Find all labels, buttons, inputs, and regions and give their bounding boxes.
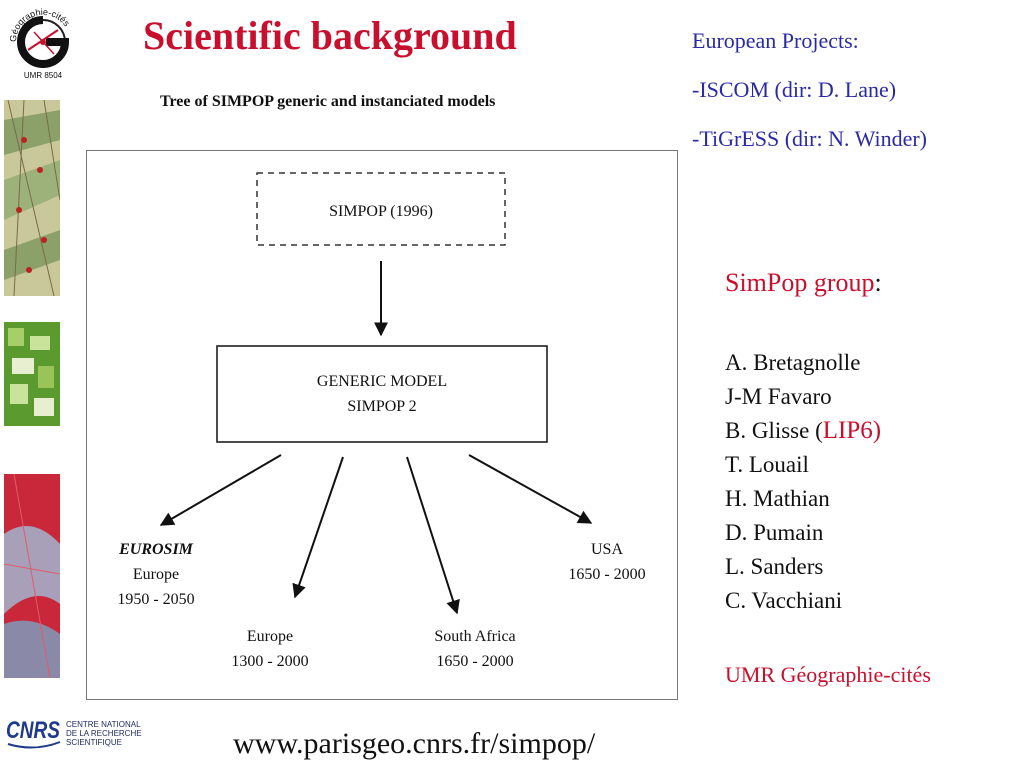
project-item: -TiGrESS (dir: N. Winder) [692,126,928,151]
arrow-europe [292,456,344,599]
cnrs-text: CENTRE NATIONAL DE LA RECHERCHE SCIENTIF… [66,720,142,747]
member-list: A. Bretagnolle J-M Favaro B. Glisse (LIP… [725,346,881,618]
leaf-eurosim: EUROSIM Europe 1950 - 2050 [91,537,221,612]
satellite-strip-image [4,322,60,426]
diagram-caption: Tree of SIMPOP generic and instanciated … [160,93,496,110]
cnrs-logo: CNRS [6,717,61,749]
group-title-text: SimPop group [725,268,875,297]
group-title-colon: : [874,268,882,297]
leaf-period: 1650 - 2000 [568,566,646,583]
member-item: C. Vacchiani [725,588,843,613]
landsat-strip-image [4,474,60,678]
lip6-label: LIP6) [822,417,882,444]
generic-model-box [216,345,548,443]
member-item: T. Louail [725,452,809,477]
map-strip-image [4,100,60,296]
geographie-cites-logo: Géographie-cités UMR 8504 [8,7,72,80]
group-title: SimPop group: [725,268,882,298]
cnrs-line: CENTRE NATIONAL [66,720,141,729]
generic-line2: SIMPOP 2 [347,398,417,415]
root-node-label: SIMPOP (1996) [329,203,433,220]
member-item: A. Bretagnolle [725,350,861,375]
model-tree-diagram: SIMPOP (1996) GENERIC MODEL SIMPOP 2 EUR… [86,150,678,700]
cnrs-line: SCIENTIFIQUE [66,738,123,747]
arrow-south-africa [406,456,460,615]
svg-text:CNRS: CNRS [6,717,60,744]
leaf-region: Europe [246,628,294,645]
european-projects: European Projects: -ISCOM (dir: D. Lane)… [692,30,927,177]
project-item: -ISCOM (dir: D. Lane) [692,77,897,102]
website-url[interactable]: www.parisgeo.cnrs.fr/simpop/ [233,727,596,760]
svg-text:UMR 8504: UMR 8504 [24,71,63,80]
member-item: D. Pumain [725,520,824,545]
leaf-period: 1300 - 2000 [231,653,309,670]
arrow-usa [468,454,593,524]
arrow-eurosim [159,454,282,526]
leaf-period: 1950 - 2050 [117,591,195,608]
diagram-connectors [159,172,593,615]
member-item: H. Mathian [725,486,830,511]
leaf-europe: Europe 1300 - 2000 [205,624,335,674]
generic-line1: GENERIC MODEL [316,373,448,390]
slide-title: Scientific background [143,13,517,58]
umr-label: UMR Géographie-cités [725,662,931,687]
leaf-name: EUROSIM [119,541,193,558]
root-box [256,172,506,246]
leaf-usa: USA 1650 - 2000 [542,537,672,587]
leaf-south-africa: South Africa 1650 - 2000 [405,624,545,674]
member-item: J-M Favaro [725,384,832,409]
cnrs-line: DE LA RECHERCHE [66,729,142,738]
leaf-region: Europe [132,566,180,583]
projects-heading: European Projects: [692,28,859,53]
member-name: B. Glisse ( [725,418,823,443]
leaf-region: South Africa [434,628,516,645]
generic-model-label: GENERIC MODEL SIMPOP 2 [217,369,547,419]
member-item: L. Sanders [725,554,824,579]
leaf-region: USA [590,541,623,558]
member-item: B. Glisse (LIP6) [725,414,881,448]
leaf-period: 1650 - 2000 [436,653,514,670]
